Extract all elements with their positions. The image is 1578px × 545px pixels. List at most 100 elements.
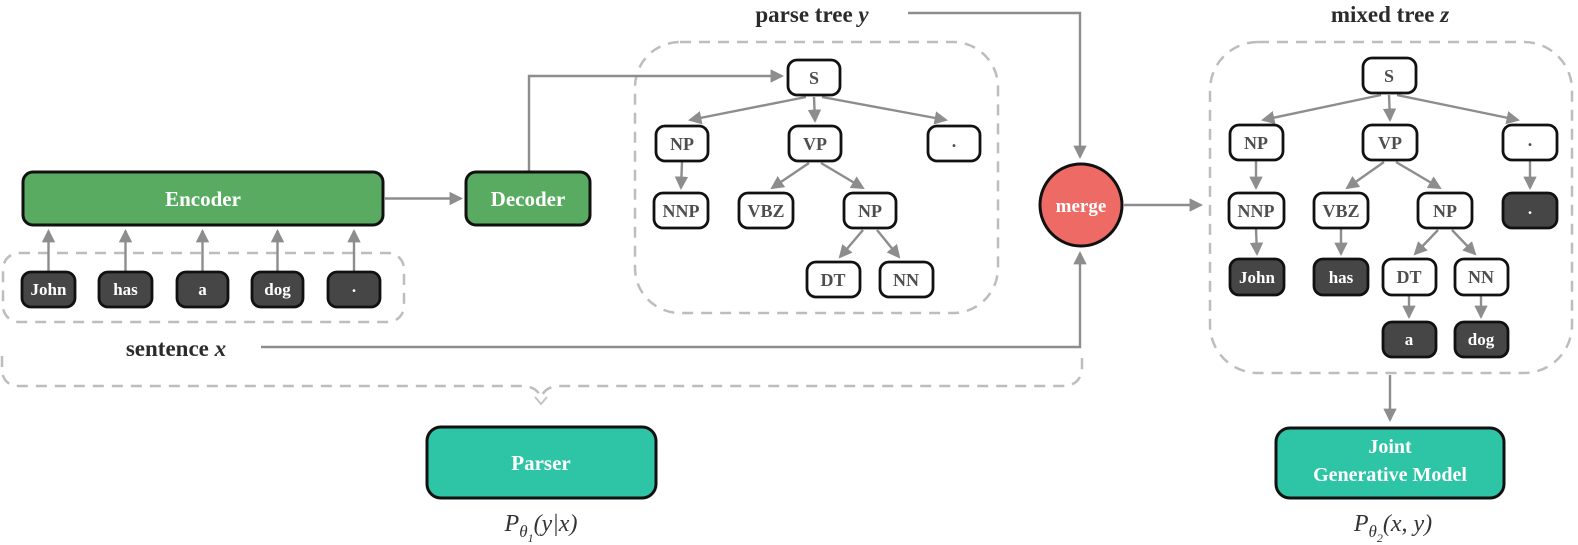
joint-model-formula: Pθ2(x, y) — [1353, 511, 1432, 545]
parser-formula-theta: θ — [519, 522, 527, 541]
edge-vp-vbz — [1345, 161, 1385, 190]
mixed-terminal-john-box — [1228, 257, 1286, 297]
joint-model-label-line1: Joint — [1368, 436, 1412, 458]
token-box-john — [20, 270, 77, 309]
token-box-dog — [250, 270, 305, 309]
parse-node-np-label: NP — [670, 134, 694, 154]
parse-node-punct-box — [926, 124, 982, 163]
mixed-terminal-has-box — [1312, 257, 1370, 297]
sentence-caption: sentence x — [126, 336, 226, 361]
edge-vp-np2 — [820, 161, 865, 190]
edge-np2-nn — [1451, 229, 1477, 256]
decoder-label: Decoder — [491, 187, 566, 211]
parser-label: Parser — [511, 451, 570, 475]
parser-formula-p: P — [504, 511, 520, 537]
mixed-node-vp-label: VP — [1378, 133, 1402, 153]
edge-s-punct — [1396, 93, 1520, 125]
mixed-node-vp-box — [1361, 123, 1419, 162]
mixed-terminal-period-label: . — [1528, 199, 1532, 218]
token-box-a — [175, 270, 230, 309]
joint-model-label-line2: Generative Model — [1313, 464, 1467, 486]
mixed-terminal-has-label: has — [1329, 268, 1354, 287]
mixed-node-np2-box — [1416, 191, 1474, 230]
mixed-node-vbz-box — [1312, 191, 1370, 230]
parse-node-np2-label: NP — [858, 201, 882, 221]
mixed-node-nnp-box — [1227, 191, 1286, 230]
parse-node-vp-label: VP — [803, 134, 827, 154]
parser-formula: Pθ1(y|x) — [504, 511, 578, 545]
token-label-john: John — [31, 280, 67, 299]
mixed-tree-caption: mixed tree z — [1331, 2, 1449, 27]
joint-model-block: Joint Generative Model Pθ2(x, y) — [1274, 426, 1506, 545]
parse-tree-caption-text: parse tree — [755, 2, 858, 27]
parse-node-vbz-label: VBZ — [747, 201, 784, 221]
parse-node-dt-box — [805, 260, 862, 299]
merge-circle — [1038, 162, 1124, 248]
arrow-sentence-to-merge — [261, 250, 1087, 349]
parse-tree-edges — [674, 95, 948, 259]
merge-label: merge — [1056, 196, 1107, 217]
encoder-label: Encoder — [165, 187, 241, 211]
joint-formula-args: (x, y) — [1383, 511, 1432, 537]
token-label-has: has — [113, 280, 138, 299]
parse-node-dt-label: DT — [820, 270, 845, 290]
parse-node-s-box — [786, 58, 842, 97]
parse-node-nnp-box — [652, 191, 710, 230]
merge-node: merge — [1038, 162, 1124, 248]
parser-block: Parser Pθ1(y|x) — [425, 425, 658, 545]
mixed-node-nn-box — [1453, 257, 1510, 297]
mixed-node-np-label: NP — [1244, 133, 1268, 153]
edge-s-vp — [1382, 94, 1397, 123]
parse-node-nnp-label: NNP — [663, 201, 700, 221]
token-label-dog: dog — [264, 280, 291, 299]
edge-np2-nn — [876, 229, 901, 259]
mixed-tree: S NP VP . NNP VBZ NP . John has DT NN a … — [1227, 56, 1559, 359]
parser-input-group-brace — [0, 354, 1084, 401]
parse-tree: S NP VP . NNP VBZ NP DT NN — [652, 58, 982, 299]
mixed-node-np-box — [1228, 123, 1285, 162]
token-box-period — [326, 270, 382, 309]
brace-notch-chevron-icon — [534, 396, 548, 406]
decoder-block: Decoder — [464, 170, 592, 227]
mixed-node-np2-label: NP — [1433, 201, 1457, 221]
mixed-node-nnp-label: NNP — [1238, 201, 1275, 221]
edge-s-vp — [807, 96, 822, 124]
parser-formula-args: (y|x) — [534, 511, 578, 537]
parse-node-s-label: S — [809, 68, 819, 88]
parse-tree-group-box — [633, 40, 1000, 315]
encoder-box — [21, 170, 385, 227]
edge-s-np — [1261, 93, 1382, 125]
token-box-has — [97, 270, 154, 309]
mixed-terminal-dog-box — [1453, 320, 1510, 359]
mixed-node-s-box — [1361, 56, 1418, 95]
parse-node-nn-label: NN — [893, 270, 919, 290]
edge-nnp-john — [1249, 228, 1264, 257]
arrow-decoder-to-parse-tree — [527, 69, 785, 172]
parse-node-np2-box — [842, 191, 898, 230]
mixed-node-punct-label: . — [1528, 130, 1533, 150]
mixed-tree-edges — [1249, 93, 1537, 320]
parse-node-vbz-box — [737, 191, 795, 230]
mixed-terminal-john-label: John — [1239, 268, 1275, 287]
mixed-terminal-a-box — [1381, 320, 1438, 359]
mixed-terminal-period-box — [1501, 191, 1559, 230]
joint-formula-theta: θ — [1369, 522, 1377, 541]
edge-np2-dt — [838, 229, 864, 259]
mixed-node-nn-label: NN — [1468, 267, 1494, 287]
joint-model-box — [1274, 426, 1506, 500]
arrow-parse-tree-to-merge — [908, 11, 1087, 160]
joint-formula-p: P — [1353, 511, 1369, 537]
edge-vp-np2 — [1395, 160, 1442, 190]
mixed-tree-caption-text: mixed tree — [1331, 2, 1440, 27]
mixed-terminal-a-label: a — [1405, 330, 1414, 349]
parser-box — [425, 425, 658, 500]
joint-formula-subscript: 2 — [1377, 531, 1383, 545]
mixed-node-s-label: S — [1384, 66, 1394, 86]
mixed-terminal-dog-label: dog — [1468, 330, 1495, 349]
connectors — [41, 11, 1397, 423]
sentence-tokens: John has a dog . — [20, 270, 382, 309]
parse-node-np-box — [654, 124, 710, 163]
mixed-tree-group-box — [1208, 40, 1574, 375]
edge-vp-vbz — [770, 162, 810, 190]
